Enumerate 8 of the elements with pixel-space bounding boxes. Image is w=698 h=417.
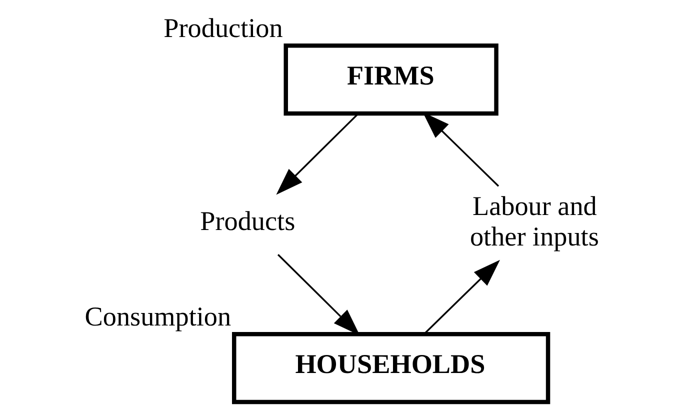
arrow <box>423 260 500 335</box>
node-box: FIRMS <box>283 43 498 116</box>
node-text: Labour and other inputs <box>469 190 598 252</box>
node-text: Products <box>200 206 295 236</box>
arrow <box>276 113 358 195</box>
node-label: Consumption <box>84 301 231 332</box>
node-box: HOUSEHOLDS <box>232 332 550 404</box>
node-label: Production <box>163 12 282 43</box>
